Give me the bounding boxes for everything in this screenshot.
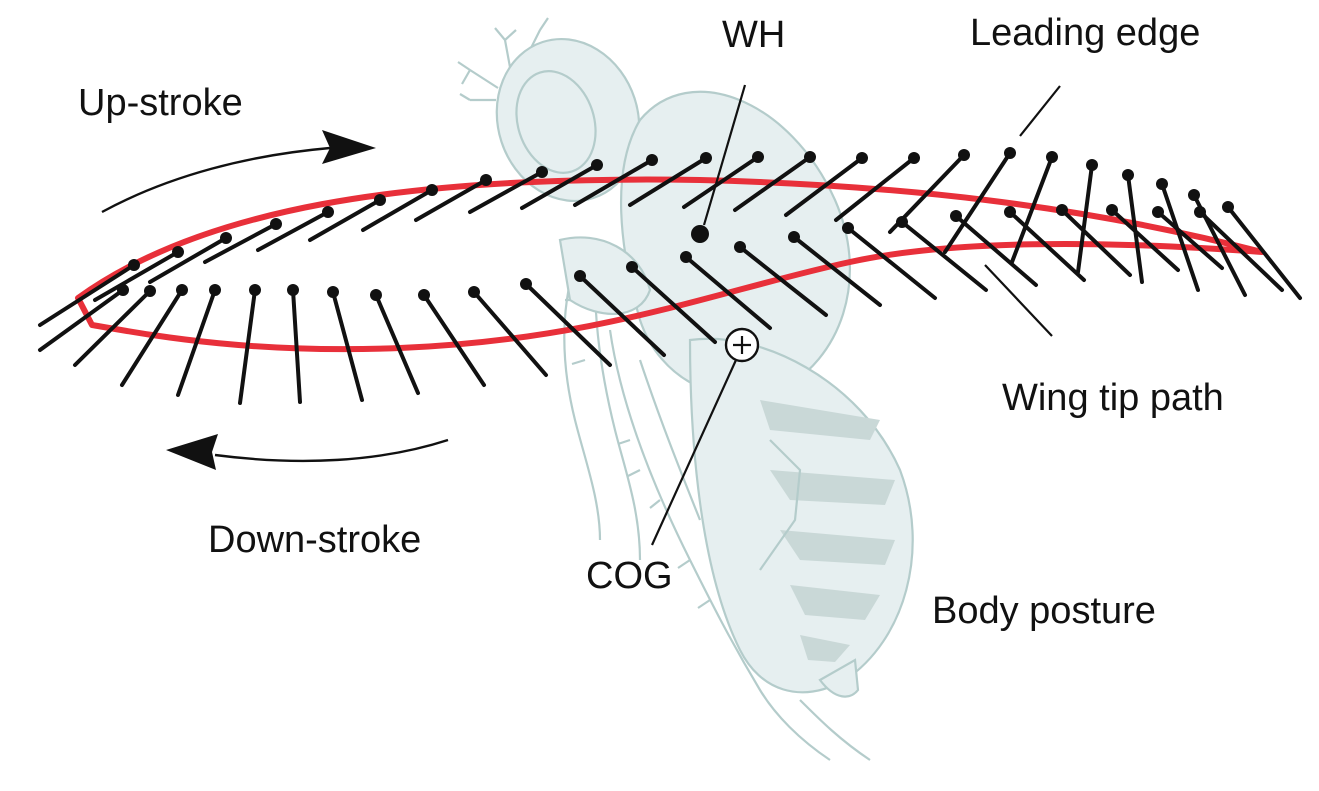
down-stroke-label: Down-stroke — [208, 519, 421, 561]
up-stroke-label: Up-stroke — [78, 82, 243, 124]
wing-hinge-dot — [691, 225, 709, 243]
fly-body-illustration — [458, 18, 913, 760]
cog-label: COG — [586, 555, 673, 597]
cog-symbol — [726, 329, 758, 361]
body-posture-label: Body posture — [932, 590, 1156, 632]
leading-edge-pointer — [1020, 86, 1060, 136]
leading-edge-label: Leading edge — [970, 12, 1200, 54]
down-stroke-arrow — [166, 434, 448, 470]
wing-tip-path-label: Wing tip path — [1002, 377, 1224, 419]
wh-label: WH — [722, 14, 785, 56]
wing-tip-path-pointer — [985, 265, 1052, 336]
